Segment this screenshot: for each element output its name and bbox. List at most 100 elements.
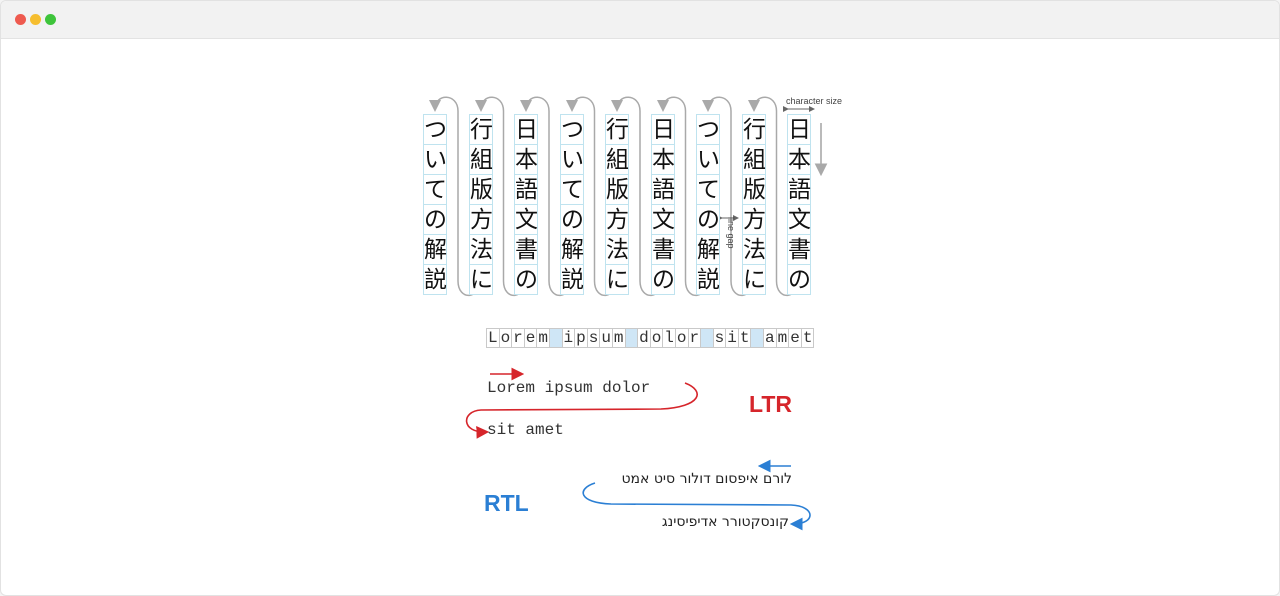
vertical-column: 日本語文書の (513, 114, 539, 295)
grid-char-cell: l (662, 328, 676, 348)
vertical-char: 文 (787, 204, 811, 235)
grid-char-cell: m (611, 328, 626, 348)
vertical-char: に (605, 264, 629, 295)
rtl-label: RTL (484, 490, 529, 516)
vertical-char: に (469, 264, 493, 295)
ltr-line-2: sit amet (487, 421, 564, 439)
vertical-char: 説 (560, 264, 584, 295)
vertical-char: 版 (605, 174, 629, 205)
grid-char-cell: i (725, 328, 739, 348)
rtl-line-2: קונסקטורר אדיפיסינג (661, 514, 789, 530)
grid-char-cell: u (599, 328, 613, 348)
vertical-char: つ (696, 114, 720, 145)
grid-char-cell: m (536, 328, 550, 348)
vertical-char: 説 (696, 264, 720, 295)
vertical-column: 行組版方法に (468, 114, 494, 295)
vertical-char: つ (423, 114, 447, 145)
vertical-char: 日 (787, 114, 811, 145)
ltr-wrap-arrow (465, 382, 698, 439)
grid-char-cell: o (674, 328, 689, 348)
vertical-char: の (651, 264, 675, 295)
vertical-char: 日 (514, 114, 538, 145)
ltr-label: LTR (749, 391, 793, 417)
vertical-char: の (560, 204, 584, 235)
grid-char-cell: e (788, 328, 802, 348)
vertical-char: 本 (787, 144, 811, 175)
vertical-column: 行組版方法に (604, 114, 630, 295)
vertical-column: 日本語文書の (650, 114, 676, 295)
grid-char-cell: i (561, 328, 576, 348)
vertical-char: の (514, 264, 538, 295)
grid-char-cell: r (511, 328, 525, 348)
vertical-char: 日 (651, 114, 675, 145)
grid-space-cell (548, 328, 563, 348)
grid-char-cell: e (523, 328, 538, 348)
vertical-char: 本 (651, 144, 675, 175)
vertical-char: 方 (469, 204, 493, 235)
vertical-char: 説 (423, 264, 447, 295)
vertical-char: 法 (742, 234, 766, 265)
vertical-char: 法 (469, 234, 493, 265)
vertical-char: 組 (605, 144, 629, 175)
vertical-char: 語 (651, 174, 675, 205)
grid-char-cell: p (574, 328, 588, 348)
vertical-char: て (560, 174, 584, 205)
grid-space-cell (624, 328, 639, 348)
vertical-char: 解 (696, 234, 720, 265)
vertical-column: ついての解説 (559, 114, 585, 295)
vertical-char: 語 (787, 174, 811, 205)
close-window-button[interactable] (15, 14, 26, 25)
vertical-char: の (423, 204, 447, 235)
vertical-char: つ (560, 114, 584, 145)
vertical-char: 行 (742, 114, 766, 145)
vertical-char: 版 (469, 174, 493, 205)
vertical-char: 解 (423, 234, 447, 265)
grid-char-cell: s (712, 328, 727, 348)
grid-char-cell: t (737, 328, 752, 348)
vertical-char: 本 (514, 144, 538, 175)
vertical-char: 文 (651, 204, 675, 235)
grid-char-cell: a (763, 328, 777, 348)
vertical-char: 方 (742, 204, 766, 235)
vertical-column: ついての解説 (422, 114, 448, 295)
vertical-column: 行組版方法に (741, 114, 767, 295)
vertical-char: 組 (469, 144, 493, 175)
vertical-char: い (560, 144, 584, 175)
grid-char-cell: L (486, 328, 500, 348)
vertical-char: 版 (742, 174, 766, 205)
vertical-char: 語 (514, 174, 538, 205)
grid-space-cell (750, 328, 765, 348)
vertical-column: ついての解説 (695, 114, 721, 295)
vertical-char: 方 (605, 204, 629, 235)
rtl-wrap-arrow (582, 482, 811, 531)
vertical-char: い (696, 144, 720, 175)
vertical-char: の (696, 204, 720, 235)
line-gap-label: line gap (726, 217, 736, 249)
vertical-char: 書 (514, 234, 538, 265)
maximize-window-button[interactable] (45, 14, 56, 25)
vertical-char: 解 (560, 234, 584, 265)
grid-char-cell: t (800, 328, 815, 348)
vertical-char: 法 (605, 234, 629, 265)
grid-space-cell (700, 328, 714, 348)
grid-char-cell: o (649, 328, 664, 348)
vertical-char: に (742, 264, 766, 295)
character-size-label: character size (786, 96, 843, 106)
ltr-line-1: Lorem ipsum dolor (487, 379, 651, 397)
grid-char-cell: r (687, 328, 702, 348)
vertical-char: 行 (469, 114, 493, 145)
vertical-char: い (423, 144, 447, 175)
grid-char-cell: o (498, 328, 513, 348)
vertical-char: の (787, 264, 811, 295)
vertical-char: 組 (742, 144, 766, 175)
vertical-char: 行 (605, 114, 629, 145)
vertical-char: 書 (787, 234, 811, 265)
grid-char-cell: d (637, 328, 651, 348)
minimize-window-button[interactable] (30, 14, 41, 25)
vertical-char: て (423, 174, 447, 205)
title-bar (1, 1, 1279, 39)
vertical-column: 日本語文書の (786, 114, 812, 295)
